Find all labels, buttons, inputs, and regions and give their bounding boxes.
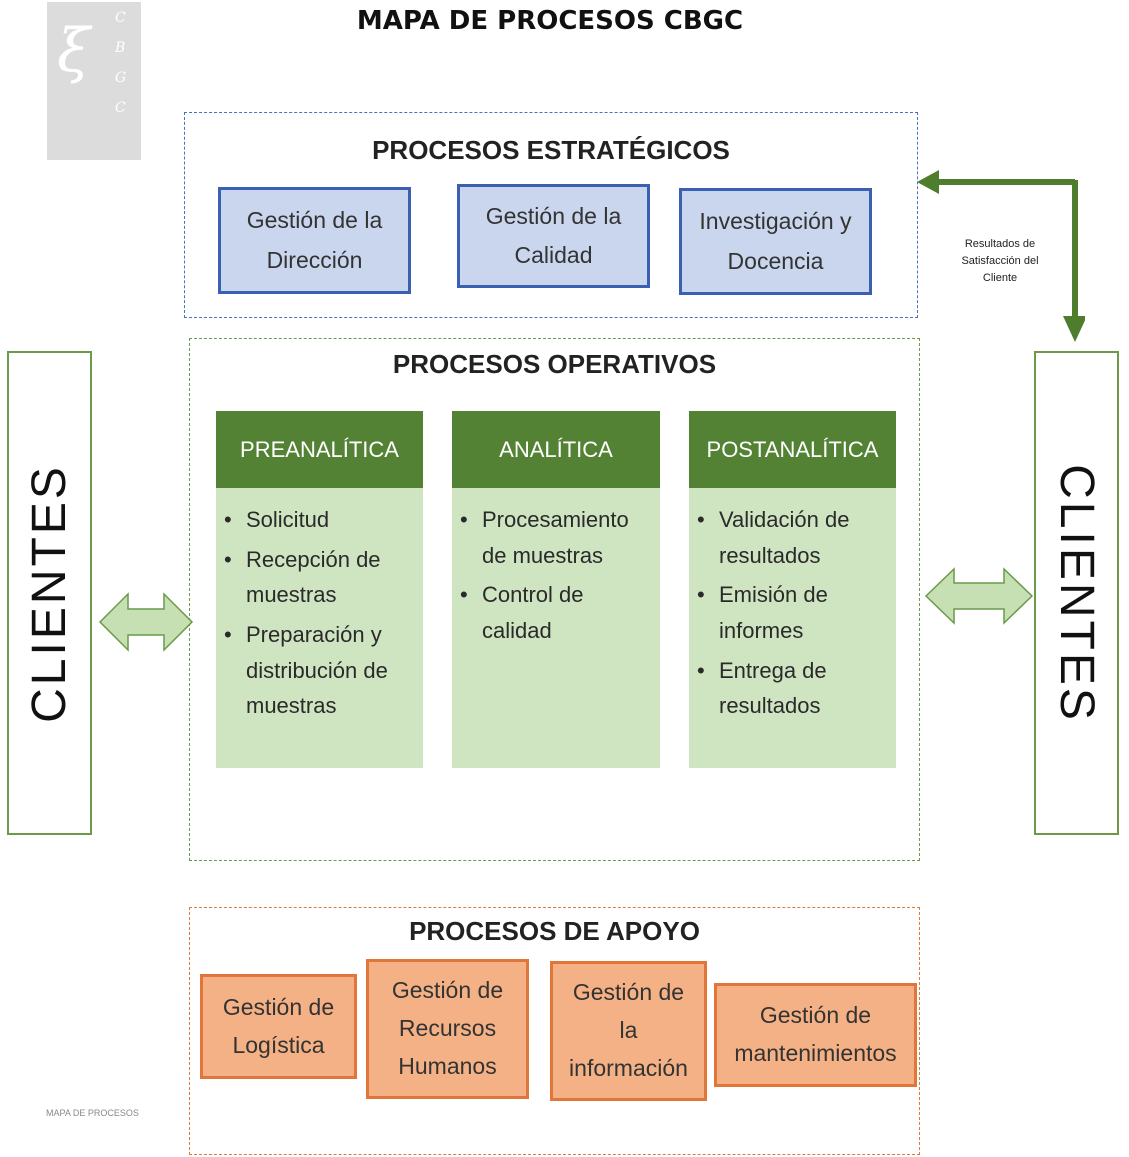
operative-title: PROCESOS OPERATIVOS [392,349,717,379]
operative-processes-section: PROCESOS OPERATIVOS [189,338,920,861]
support-title: PROCESOS DE APOYO [409,916,700,946]
feedback-arrow-icon [917,170,1085,342]
list-item: Validación de resultados [697,502,886,573]
column-preanalitica: PREANALÍTICA Solicitud Recepción de mues… [216,411,423,768]
list-item: Solicitud [224,502,413,538]
logo-letters: C B G C [115,10,127,116]
clientes-left: CLIENTES [7,351,92,835]
footer-caption: MAPA DE PROCESOS [46,1108,139,1118]
strategic-processes-section: PROCESOS ESTRATÉGICOS [184,112,918,318]
strategic-title: PROCESOS ESTRATÉGICOS [372,135,730,165]
list-item: Control de calidad [460,577,650,648]
logo-mark-icon: ξ [57,16,91,86]
column-header: ANALÍTICA [452,411,660,488]
cbgc-logo: ξ C B G C [47,2,141,160]
double-arrow-left-icon [98,592,194,652]
double-arrow-right-icon [924,567,1034,625]
list-item: Entrega de resultados [697,653,886,724]
list-item: Preparación y distribución de muestras [224,617,413,724]
column-postanalitica: POSTANALÍTICA Validación de resultados E… [689,411,896,768]
list-item: Recepción de muestras [224,542,413,613]
column-header: POSTANALÍTICA [689,411,896,488]
clientes-right: CLIENTES [1034,351,1119,835]
feedback-label: Resultados de Satisfacción del Cliente [961,238,1039,285]
list-item: Procesamiento de muestras [460,502,650,573]
support-processes-section: PROCESOS DE APOYO [189,907,920,1155]
page-title: MAPA DE PROCESOS CBGC [356,6,744,36]
column-header: PREANALÍTICA [216,411,423,488]
column-analitica: ANALÍTICA Procesamiento de muestras Cont… [452,411,660,768]
list-item: Emisión de informes [697,577,886,648]
